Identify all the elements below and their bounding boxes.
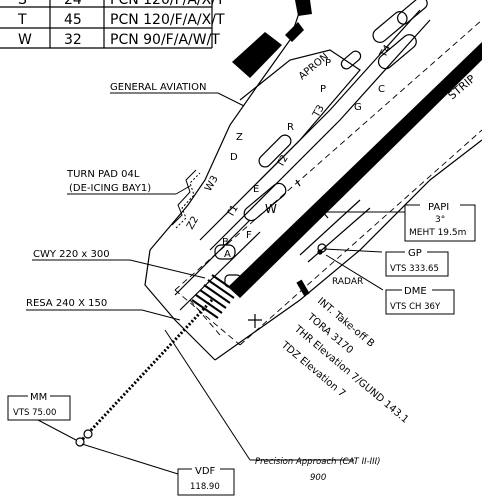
taxiway-code-t1: T1 xyxy=(225,203,241,220)
precision-approach-callout: Precision Approach (CAT II-III) 900 xyxy=(164,329,381,483)
taxiway-label-g: G xyxy=(354,102,362,113)
runway-strip-boundary xyxy=(174,19,482,346)
turn-pad-hatch xyxy=(171,169,201,229)
thr-elevation-label: THR Elevation 7/GUND 143.1 xyxy=(291,323,410,425)
pcn-table: S 24 PCN 120/F/A/X/T T 45 PCN 120/F/A/X/… xyxy=(0,0,225,49)
gp-callout: GP VTS 333.65 xyxy=(323,247,449,277)
taxiway-label-c: C xyxy=(378,84,385,95)
resa-callout: RESA 240 X 150 xyxy=(26,298,181,321)
papi-title: PAPI xyxy=(428,202,449,213)
table-row-1-value: 24 xyxy=(64,0,82,8)
taxiway-label-w: W xyxy=(265,202,277,216)
dme-channel: VTS CH 36Y xyxy=(390,302,441,312)
taxiway-code-z2: Z2 xyxy=(185,215,201,232)
turn-pad-callout: TURN PAD 04L (DE-ICING BAY1) xyxy=(66,169,191,195)
taxiway-label-p: P xyxy=(320,84,326,95)
runway-info: INT. Take-off B TORA 3170 THR Elevation … xyxy=(278,296,410,426)
resa-label: RESA 240 X 150 xyxy=(26,298,107,309)
gp-frequency: VTS 333.65 xyxy=(390,264,439,274)
taxiway-label-z: Z xyxy=(236,132,243,143)
papi-angle: 3° xyxy=(435,215,445,225)
taxiway-label-r: R xyxy=(287,122,294,133)
taxiway-label-f: F xyxy=(246,230,252,241)
apron-buildings xyxy=(232,0,312,297)
table-row-1-pcn: PCN 120/F/A/X/T xyxy=(110,0,225,8)
general-aviation-callout: GENERAL AVIATION xyxy=(110,82,245,107)
general-aviation-label: GENERAL AVIATION xyxy=(110,82,206,93)
runway xyxy=(191,42,482,319)
table-row-3-letter: W xyxy=(18,32,32,48)
taxiway-label-b: B xyxy=(222,237,229,248)
mm-frequency: VTS 75.00 xyxy=(13,408,56,418)
papi-callout: PAPI 3° MEHT 19.5m xyxy=(322,200,476,242)
radar-label: RADAR xyxy=(332,277,363,287)
approach-length-label: 900 xyxy=(310,473,326,483)
gp-title: GP xyxy=(408,248,422,259)
cwy-callout: CWY 220 x 300 xyxy=(32,249,206,279)
de-icing-label: (DE-ICING BAY1) xyxy=(69,183,151,194)
table-row-3-value: 32 xyxy=(64,32,82,48)
precision-approach-label: Precision Approach (CAT II-III) xyxy=(255,457,381,467)
table-row-1-letter: S xyxy=(18,0,27,8)
taxiway-label-p2: P xyxy=(325,58,331,69)
taxiway-label-d: D xyxy=(230,152,238,163)
approach-lighting xyxy=(75,298,214,447)
vdf-frequency: 118.90 xyxy=(190,482,220,492)
aerodrome-outline xyxy=(144,0,482,361)
dme-callout: DME VTS CH 36Y xyxy=(325,254,455,315)
table-row-3-pcn: PCN 90/F/A/W/T xyxy=(110,32,220,48)
taxiway-code-w3: W3 xyxy=(203,174,221,194)
taxiway-label-a: A xyxy=(224,249,231,260)
taxiway-code-t2: T2 xyxy=(275,153,291,170)
dme-title: DME xyxy=(404,286,427,297)
taxiway-code-t3: T3 xyxy=(311,103,327,120)
turn-pad-label: TURN PAD 04L xyxy=(66,169,140,180)
mm-callout: MM VTS 75.00 xyxy=(7,391,77,441)
papi-meht: MEHT 19.5m xyxy=(409,228,466,238)
table-row-2-value: 45 xyxy=(64,12,82,28)
runway-markers xyxy=(248,179,329,328)
taxiway-labels: P P C G R D E W A B F Z W3 Z2 T1 T2 T3 T… xyxy=(185,43,394,260)
mm-title: MM xyxy=(30,392,47,403)
table-row-2-pcn: PCN 120/F/A/X/T xyxy=(110,12,225,28)
taxiway-label-e: E xyxy=(253,184,259,195)
table-row-2-letter: T xyxy=(17,12,27,28)
cwy-label: CWY 220 x 300 xyxy=(33,249,110,260)
vdf-title: VDF xyxy=(195,466,216,477)
vdf-callout: VDF 118.90 xyxy=(81,443,235,496)
